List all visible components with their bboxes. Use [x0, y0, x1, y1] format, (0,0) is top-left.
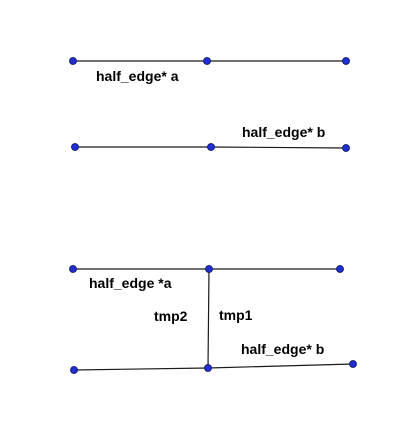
edge-top-b-right — [210, 146, 347, 149]
label-tmp1: tmp1 — [219, 307, 253, 323]
label-bottom-b: half_edge* b — [241, 341, 325, 357]
vertex-top-a-3 — [342, 57, 350, 65]
label-top-a: half_edge* a — [96, 68, 179, 84]
label-bottom-a: half_edge *a — [89, 275, 172, 291]
edge-bottom-b-left — [73, 367, 209, 371]
vertex-top-b-3 — [342, 144, 350, 152]
vertex-top-a-2 — [203, 57, 211, 65]
vertex-top-b-1 — [71, 143, 79, 151]
label-tmp2: tmp2 — [154, 308, 188, 324]
edge-bottom-b-right — [207, 363, 354, 369]
vertex-bottom-3 — [336, 265, 344, 273]
vertex-bottom-2 — [205, 265, 213, 273]
vertex-top-a-1 — [69, 57, 77, 65]
vertex-bottom-6 — [349, 360, 357, 368]
vertex-bottom-4 — [70, 366, 78, 374]
vertex-top-b-2 — [207, 143, 215, 151]
label-top-b: half_edge* b — [242, 124, 326, 140]
edge-tmp-vertical — [207, 268, 210, 369]
vertex-bottom-1 — [69, 265, 77, 273]
vertex-bottom-5 — [204, 364, 212, 372]
